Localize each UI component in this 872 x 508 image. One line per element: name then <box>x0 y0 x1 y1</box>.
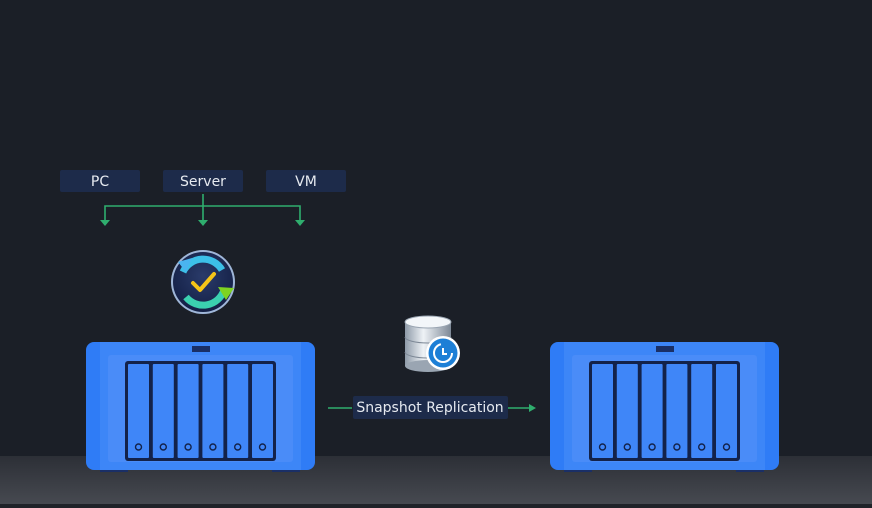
drive-led <box>184 443 192 451</box>
source-server: Server <box>163 170 243 192</box>
source-vm-label: VM <box>295 174 317 190</box>
source-pc: PC <box>60 170 140 192</box>
source-nas <box>86 342 315 472</box>
drive-bay <box>592 364 613 458</box>
source-arrows <box>104 194 301 220</box>
drive-bay <box>152 364 174 458</box>
arrow-heads <box>100 220 305 226</box>
drive-led <box>258 443 267 451</box>
drive-led <box>623 443 631 451</box>
drive-bay <box>691 364 713 458</box>
destination-nas <box>550 342 779 472</box>
drive-led <box>673 443 681 451</box>
drive-led <box>134 443 143 451</box>
drive-led <box>648 443 656 451</box>
drive-led <box>722 443 731 451</box>
source-vm: VM <box>266 170 346 192</box>
replication-label: Snapshot Replication <box>356 400 503 416</box>
drive-led <box>233 443 242 451</box>
drive-bay <box>128 364 149 458</box>
replication-arrow: Snapshot Replication <box>328 396 536 419</box>
active-backup-icon <box>171 250 235 314</box>
drive-bay <box>227 364 249 458</box>
drive-bay <box>252 364 273 458</box>
drive-led <box>209 443 217 451</box>
drive-bay <box>716 364 737 458</box>
drive-bay <box>641 364 663 458</box>
drive-led <box>698 443 706 451</box>
drive-led <box>598 443 607 451</box>
drive-bay <box>616 364 638 458</box>
nas-power-button <box>656 346 674 352</box>
drive-bay <box>177 364 199 458</box>
source-server-label: Server <box>180 174 226 190</box>
replication-label-box <box>353 396 508 419</box>
nas-power-button <box>192 346 210 352</box>
drive-led <box>159 443 168 451</box>
drive-bay <box>666 364 688 458</box>
drive-bay <box>202 364 224 458</box>
floor-edge <box>0 504 872 508</box>
source-pc-label: PC <box>91 174 109 190</box>
database-snapshot-icon <box>404 315 460 372</box>
